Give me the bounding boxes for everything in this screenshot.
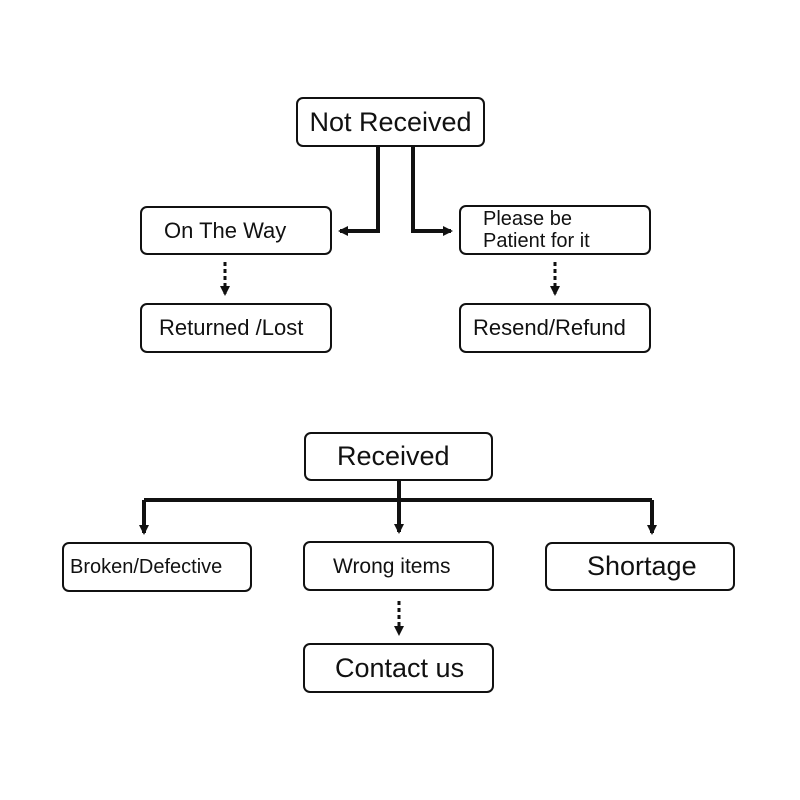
node-broken-defective: Broken/Defective (62, 542, 252, 592)
node-wrong-items-label: Wrong items (333, 555, 451, 578)
node-resend-refund-label: Resend/Refund (473, 315, 626, 340)
node-please-be-patient-text: Please be Patient for it (483, 208, 590, 252)
node-broken-defective-label: Broken/Defective (70, 555, 223, 578)
node-received-label: Received (337, 441, 450, 471)
node-returned-lost-label: Returned /Lost (159, 315, 304, 340)
node-received: Received (304, 432, 493, 481)
node-please-be-patient-line1: Please be (483, 208, 572, 230)
node-contact-us: Contact us (303, 643, 494, 693)
node-on-the-way-label: On The Way (164, 217, 287, 243)
node-resend-refund: Resend/Refund (459, 303, 651, 353)
edge-notreceived-patient (411, 147, 453, 236)
node-returned-lost: Returned /Lost (140, 303, 332, 353)
node-shortage-label: Shortage (587, 551, 697, 581)
node-please-be-patient: Please be Patient for it (459, 205, 651, 255)
edge-notreceived-ontheway (338, 147, 380, 236)
node-please-be-patient-line2: Patient for it (483, 230, 590, 252)
node-not-received-label: Not Received (309, 106, 472, 137)
node-not-received: Not Received (296, 97, 485, 147)
node-wrong-items: Wrong items (303, 541, 494, 591)
node-shortage: Shortage (545, 542, 735, 591)
node-on-the-way: On The Way (140, 206, 332, 255)
node-contact-us-label: Contact us (335, 652, 465, 683)
